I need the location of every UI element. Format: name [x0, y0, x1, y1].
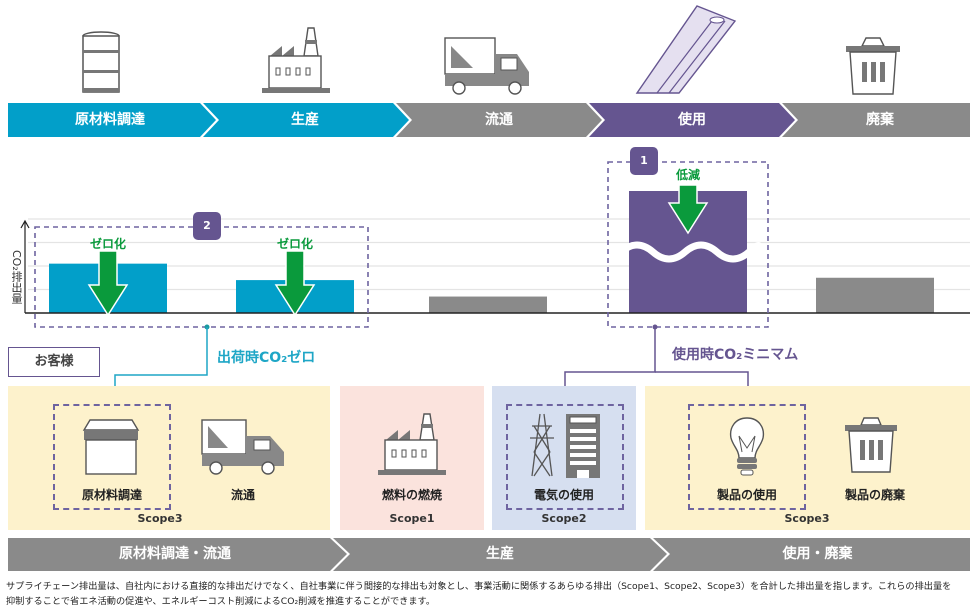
stage-chevron-1	[203, 103, 409, 137]
truck-icon	[444, 37, 529, 95]
highlight-box-electricity	[506, 404, 624, 510]
annotation-zero-production: ゼロ化	[276, 237, 313, 251]
annotation-zero-procurement: ゼロ化	[89, 237, 126, 251]
bottom-chevron-0	[8, 538, 347, 571]
stage-label-disposal: 廃棄	[866, 112, 894, 128]
highlight-box-1	[607, 161, 769, 328]
bar-2	[429, 296, 547, 313]
arrow-zero-procurement	[87, 250, 129, 317]
stage-label-procurement: 原材料調達	[75, 112, 145, 128]
stage-chevron-2	[396, 103, 602, 137]
emissions-chart	[20, 161, 970, 328]
callout-shipping-zero: 出荷時CO₂ゼロ	[217, 350, 316, 366]
scope-item-electricity-use: 電気の使用	[533, 488, 594, 502]
scope-item-fuel-combustion: 燃料の燃焼	[381, 488, 442, 502]
highlight-box-procurement	[53, 404, 171, 510]
y-axis-arrow	[20, 219, 30, 229]
scope-label-1: Scope1	[389, 512, 435, 525]
bar-4	[816, 277, 934, 313]
callout-usage-minimum: 使用時CO₂ミニマム	[672, 347, 799, 363]
bottom-chevron-bar	[8, 538, 970, 571]
stage-chevron-bar	[8, 103, 970, 137]
bottom-label-procurement-distribution: 原材料調達・流通	[119, 546, 231, 562]
arrow-reduce-use	[667, 184, 709, 235]
footnote-line-2: 抑制することで省エネ活動の促進や、エネルギーコスト削減によるCO₂削減を推進する…	[6, 596, 436, 607]
oil-drum-icon	[82, 31, 120, 93]
box-icon	[82, 419, 140, 475]
stage-label-distribution: 流通	[485, 112, 513, 128]
bottom-chevron-1	[333, 538, 667, 571]
trash-can-icon	[845, 417, 897, 473]
axis-break-wave	[618, 241, 763, 263]
light-bulb-icon	[729, 417, 765, 476]
scope-item-procurement: 原材料調達	[81, 488, 142, 502]
factory-icon	[262, 27, 330, 93]
footnote-line-1: サプライチェーン排出量は、自社内における直接的な排出だけでなく、自社事業に伴う間…	[6, 581, 952, 592]
highlight-box-product-use	[688, 404, 806, 510]
scope-box-3-downstream	[645, 386, 970, 530]
scope-label-3-upstream: Scope3	[137, 512, 183, 525]
customer-label: お客様	[34, 354, 74, 369]
bottom-label-use-disposal: 使用・廃棄	[782, 546, 853, 562]
fluorescent-light-icon	[635, 5, 737, 94]
bottom-chevron-2	[653, 538, 970, 571]
stage-chevron-3	[589, 103, 795, 137]
y-axis-label: CO₂排出量	[9, 250, 23, 307]
scope-label-2: Scope2	[541, 512, 587, 525]
stage-label-use: 使用	[678, 112, 706, 128]
y-axis-label-text: CO₂排出量	[10, 250, 23, 304]
badge-1: 1	[630, 147, 658, 175]
scope-item-distribution: 流通	[230, 488, 255, 502]
scope-label-3-downstream: Scope3	[784, 512, 830, 525]
stage-label-production: 生産	[291, 112, 319, 128]
bottom-label-production: 生産	[486, 546, 514, 562]
scope-item-product-disposal: 製品の廃棄	[844, 488, 905, 502]
factory-icon	[378, 413, 446, 475]
truck-icon	[201, 419, 284, 475]
scope-box-2	[492, 386, 636, 530]
power-tower-building-icon	[530, 413, 600, 478]
stage-chevron-4	[782, 103, 970, 137]
scope-item-product-use: 製品の使用	[716, 488, 777, 502]
arrow-zero-production	[274, 250, 316, 317]
stage-chevron-0	[8, 103, 216, 137]
trash-can-icon	[846, 37, 900, 95]
badge-2: 2	[193, 212, 221, 240]
customer-label-box: お客様	[8, 347, 100, 377]
annotation-reduce-use: 低減	[675, 168, 700, 182]
